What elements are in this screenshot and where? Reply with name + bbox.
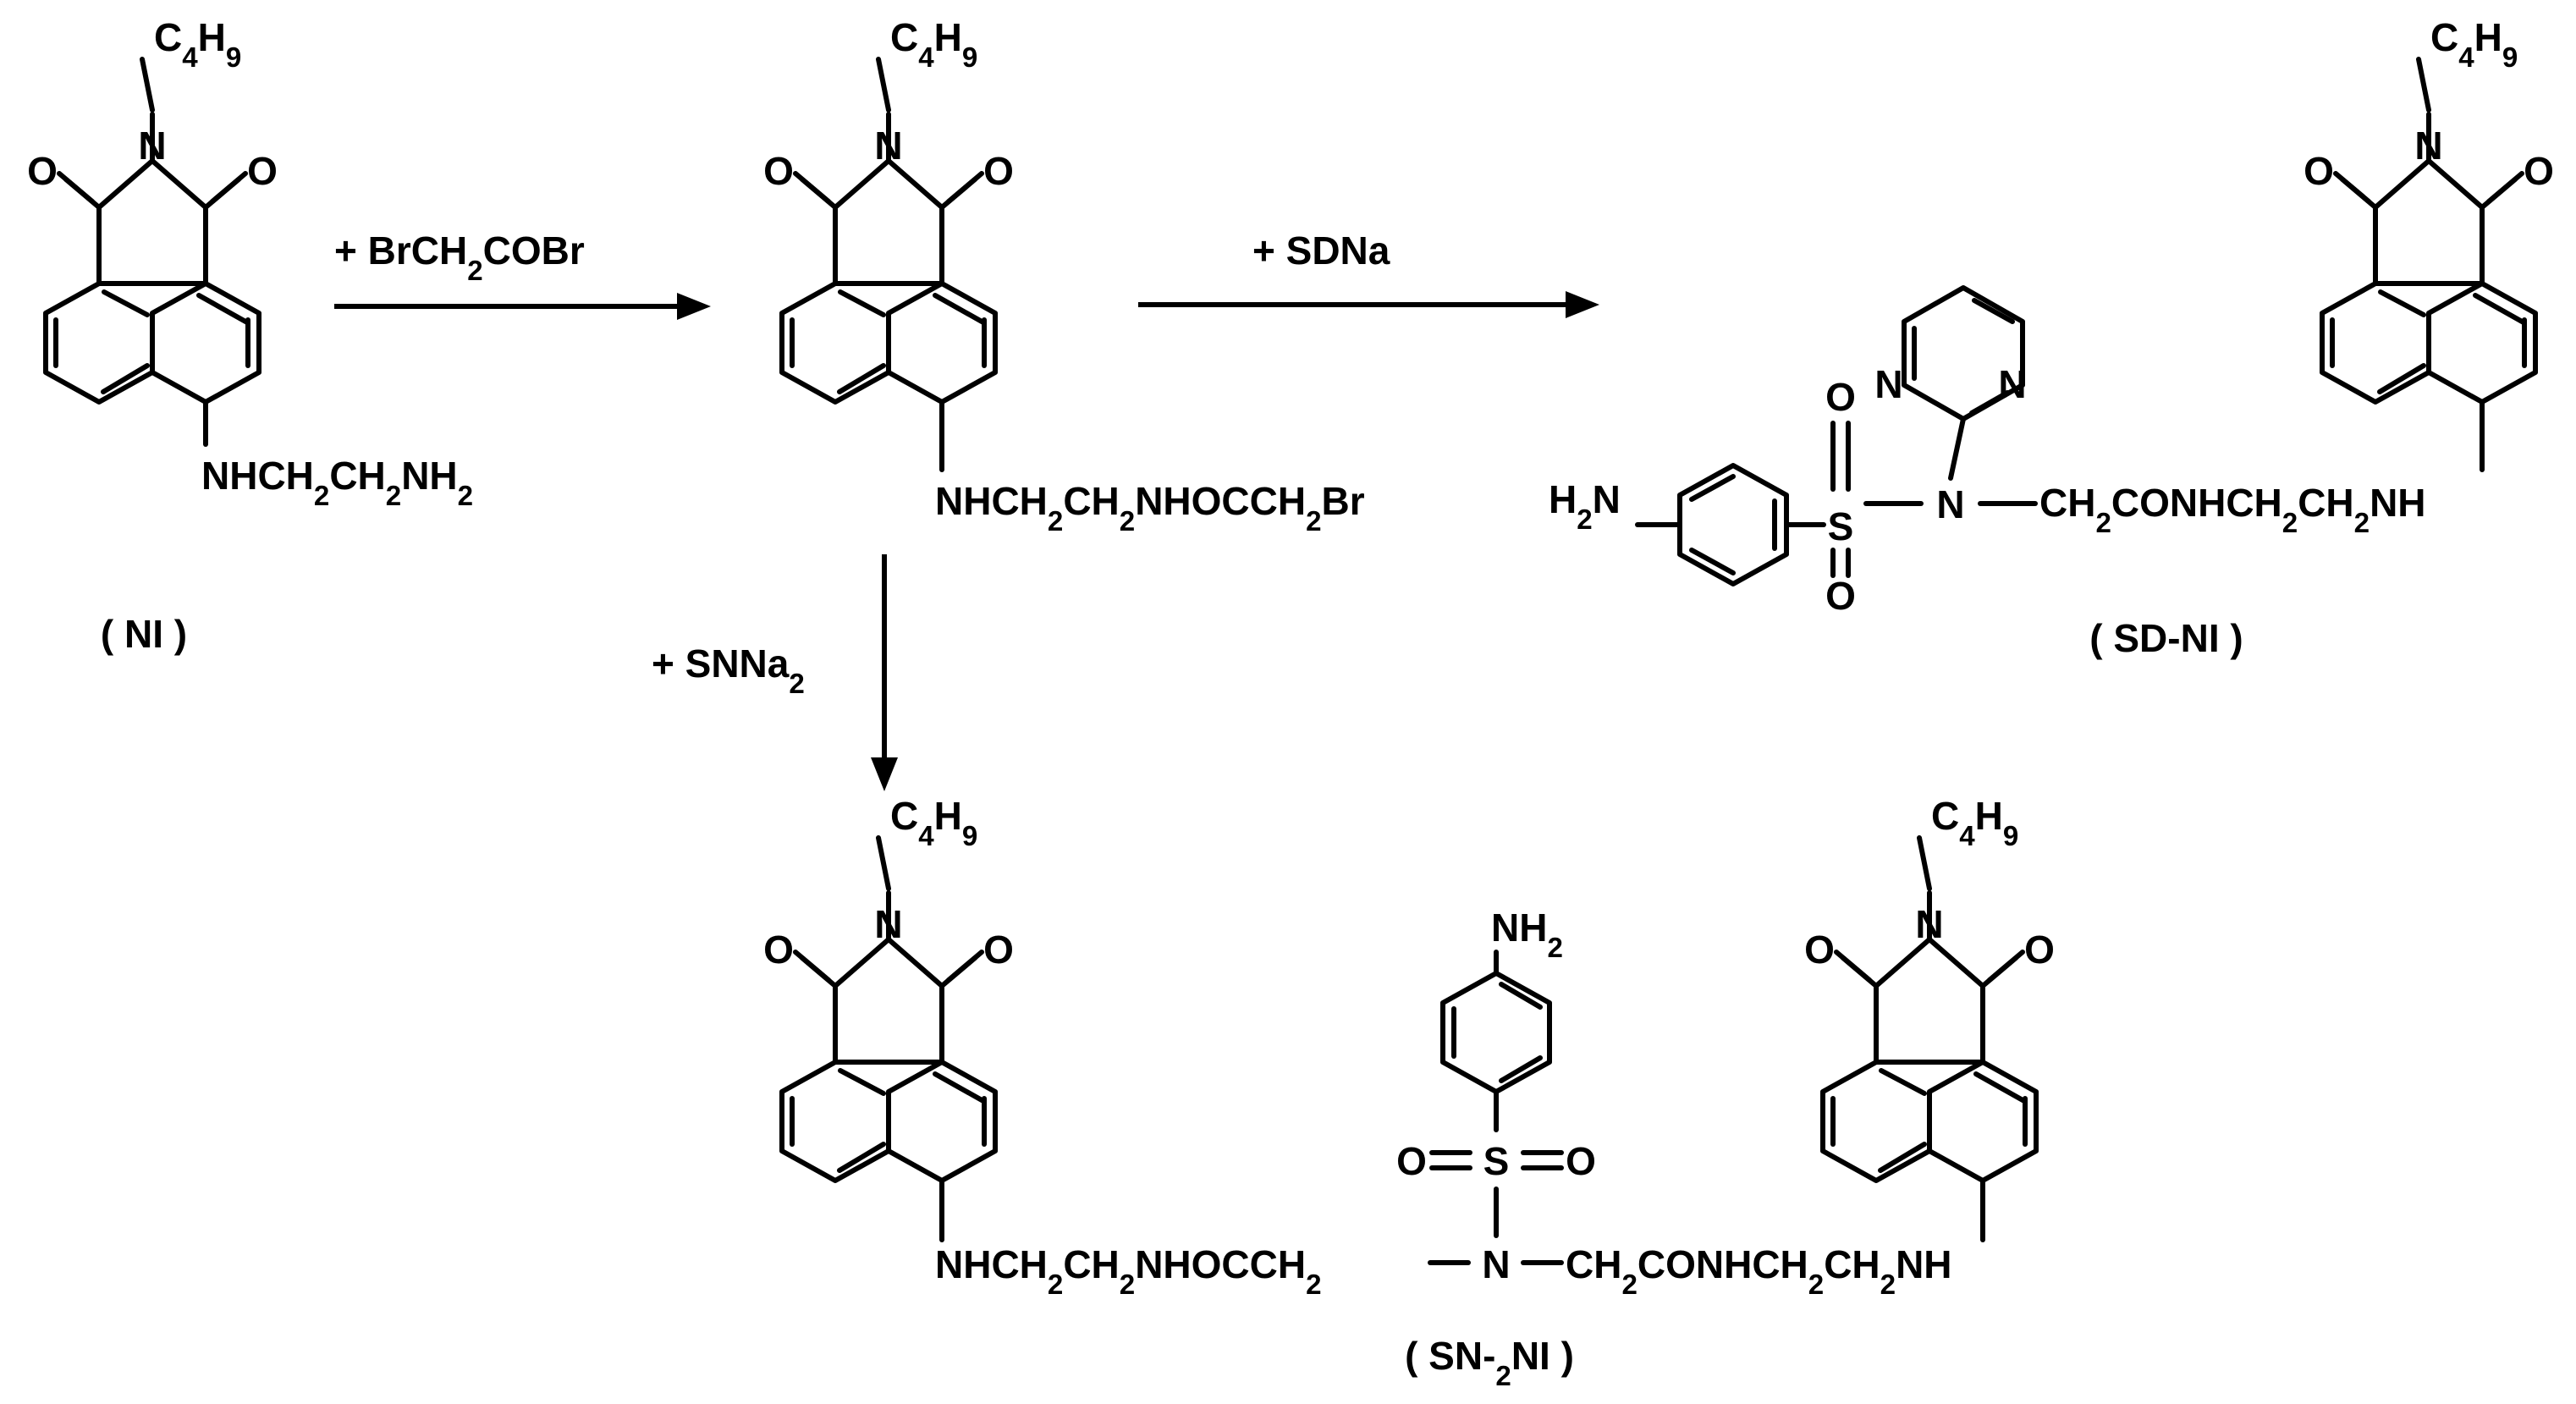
sn-2ni-left-carbonyl-o-right: O xyxy=(983,928,1014,972)
intermediate-side-chain: NHCH2CH2NHOCCH2Br xyxy=(935,479,1365,537)
arrow-step2 xyxy=(1138,291,1599,318)
sd-ni-butyl-label: C4H9 xyxy=(2430,15,2518,74)
reagent-step3: + SNNa2 xyxy=(652,641,805,700)
intermediate-carbonyl-o-left: O xyxy=(763,149,794,193)
sd-ni-sulfonyl-o-top: O xyxy=(1825,375,1856,419)
ni-butyl-label: C4H9 xyxy=(154,15,241,74)
sn-2ni-right-imide-n: N xyxy=(1915,902,1943,946)
sn-2ni-right-carbonyl-o-right: O xyxy=(2024,928,2055,972)
sn-2ni-amine: NH2 xyxy=(1491,906,1563,964)
molecule-sn-2ni xyxy=(779,835,2039,1265)
sn-2ni-sulfonyl-o-right: O xyxy=(1566,1139,1596,1183)
sn-2ni-right-carbonyl-o-left: O xyxy=(1804,928,1835,972)
sd-ni-sulfonamide-n: N xyxy=(1936,482,1964,526)
arrow-step3 xyxy=(871,554,898,791)
sn-2ni-center-n: N xyxy=(1482,1242,1510,1286)
sn-2ni-right-butyl-label: C4H9 xyxy=(1931,794,2018,852)
intermediate-carbonyl-o-right: O xyxy=(983,149,1014,193)
ni-imide-n: N xyxy=(138,124,166,168)
sn-2ni-left-butyl-label: C4H9 xyxy=(890,794,977,852)
sn-2ni-left-chain: NHCH2CH2NHOCCH2 xyxy=(935,1242,1322,1301)
sd-ni-pyrimidine-n2: N xyxy=(1998,362,2026,406)
sn-2ni-sulfur: S xyxy=(1483,1139,1510,1183)
sd-ni-pyrimidine-n1: N xyxy=(1874,362,1902,406)
molecule-sd-ni xyxy=(1635,57,2538,586)
sd-ni-linker: CH2CONHCH2CH2NH xyxy=(2039,481,2426,539)
reagent-step2: + SDNa xyxy=(1252,228,1390,273)
sn-2ni-sulfonyl-o-left: O xyxy=(1396,1139,1427,1183)
sd-ni-carbonyl-o-right: O xyxy=(2524,149,2554,193)
sn-2ni-label: ( SN-2NI ) xyxy=(1405,1334,1574,1392)
ni-label: ( NI ) xyxy=(101,612,187,656)
ni-side-chain: NHCH2CH2NH2 xyxy=(201,454,473,512)
sd-ni-sulfur: S xyxy=(1828,504,1854,548)
sd-ni-imide-n: N xyxy=(2414,124,2442,168)
sn-2ni-left-carbonyl-o-left: O xyxy=(763,928,794,972)
ni-carbonyl-o-left: O xyxy=(27,149,58,193)
sd-ni-sulfonyl-o-bottom: O xyxy=(1825,574,1856,618)
sn-2ni-right-chain: CH2CONHCH2CH2NH xyxy=(1566,1242,1952,1301)
molecule-intermediate xyxy=(779,57,998,472)
reagent-step1: + BrCH2COBr xyxy=(334,228,585,287)
arrow-step1 xyxy=(334,293,711,320)
sd-ni-carbonyl-o-left: O xyxy=(2304,149,2334,193)
ni-carbonyl-o-right: O xyxy=(247,149,278,193)
molecule-ni xyxy=(43,57,261,447)
sd-ni-label: ( SD-NI ) xyxy=(2089,616,2243,660)
intermediate-butyl-label: C4H9 xyxy=(890,15,977,74)
sn-2ni-left-imide-n: N xyxy=(874,902,902,946)
intermediate-imide-n: N xyxy=(874,124,902,168)
sd-ni-amine: H2N xyxy=(1549,477,1621,536)
